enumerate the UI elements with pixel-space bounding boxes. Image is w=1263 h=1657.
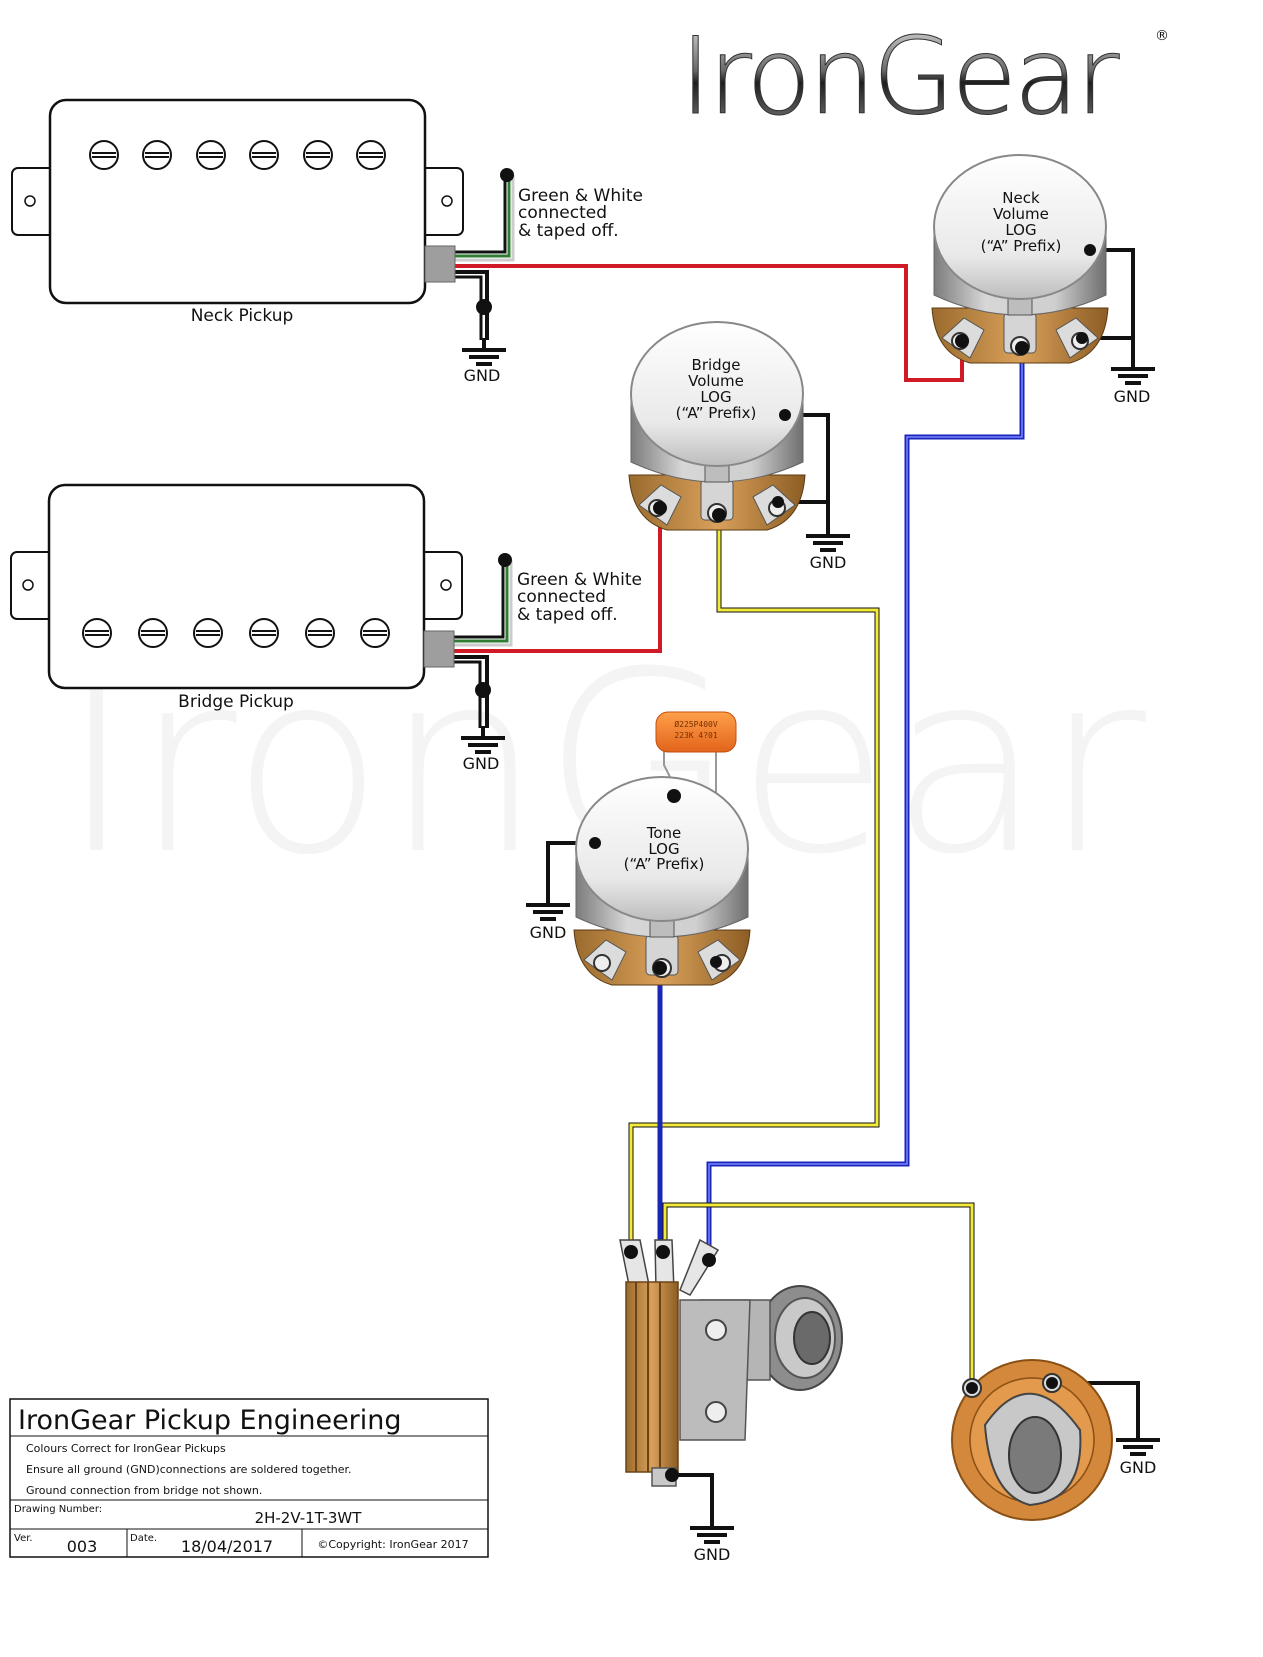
pickup-cover bbox=[48, 98, 427, 305]
svg-text:LOG: LOG bbox=[1005, 221, 1036, 239]
switch-ground: GND bbox=[688, 1514, 736, 1564]
three-way-toggle-switch bbox=[619, 1238, 843, 1487]
neck-pickup-label: Neck Pickup bbox=[191, 306, 294, 326]
bridge-volume-ground: GND bbox=[804, 522, 852, 572]
pole-screw bbox=[249, 140, 279, 170]
svg-text:Green & White: Green & White bbox=[518, 186, 643, 206]
svg-text:GND: GND bbox=[464, 366, 501, 385]
tone-ground: GND bbox=[524, 891, 572, 942]
svg-text:LOG: LOG bbox=[648, 840, 679, 858]
drawing-date: 18/04/2017 bbox=[181, 1537, 273, 1556]
version-label: Ver. bbox=[14, 1533, 33, 1544]
brand-logo: IronGear bbox=[680, 15, 1120, 138]
svg-text:Bridge: Bridge bbox=[692, 356, 741, 374]
registered-mark: ® bbox=[1155, 28, 1169, 44]
drawing-number: 2H-2V-1T-3WT bbox=[255, 1509, 363, 1527]
note-line: Ground connection from bridge not shown. bbox=[26, 1484, 262, 1497]
switch-ground-wire bbox=[672, 1473, 714, 1518]
bridge-hot-wire bbox=[454, 508, 662, 653]
svg-text:GND: GND bbox=[1114, 387, 1151, 406]
pole-screw bbox=[89, 140, 119, 170]
svg-text:LOG: LOG bbox=[700, 388, 731, 406]
svg-text:connected: connected bbox=[517, 587, 606, 607]
neck-volume-ground: GND bbox=[1109, 355, 1157, 406]
copyright: ©Copyright: IronGear 2017 bbox=[317, 1538, 468, 1551]
svg-text:Green & White: Green & White bbox=[517, 570, 642, 590]
tone-capacitor: Ø225P400V 223K 4?01 bbox=[655, 711, 737, 753]
output-jack bbox=[951, 1359, 1113, 1521]
tone-label: Tone LOG (“A” Prefix) bbox=[624, 824, 705, 873]
neck-pickup bbox=[11, 98, 464, 305]
svg-text:GND: GND bbox=[694, 1545, 731, 1564]
pole-screw bbox=[303, 140, 333, 170]
svg-text:& taped off.: & taped off. bbox=[518, 221, 619, 241]
pickup-cover bbox=[47, 483, 426, 690]
drawing-number-label: Drawing Number: bbox=[14, 1504, 102, 1515]
svg-text:Neck: Neck bbox=[1002, 189, 1040, 207]
pole-screw bbox=[138, 618, 168, 648]
taped-off-joint bbox=[498, 553, 512, 567]
svg-text:(“A” Prefix): (“A” Prefix) bbox=[676, 404, 757, 422]
neck-pickup-ground: GND bbox=[460, 336, 508, 385]
bridge-pickup-ground: GND bbox=[459, 724, 507, 773]
svg-text:& taped off.: & taped off. bbox=[517, 605, 618, 625]
bridge-taped-note: Green & White connected & taped off. bbox=[517, 570, 642, 625]
note-line: Colours Correct for IronGear Pickups bbox=[26, 1442, 226, 1455]
pole-screw bbox=[142, 140, 172, 170]
svg-text:GND: GND bbox=[463, 754, 500, 773]
pole-screw bbox=[249, 618, 279, 648]
svg-text:GND: GND bbox=[810, 553, 847, 572]
company-name: IronGear Pickup Engineering bbox=[18, 1405, 402, 1436]
bridge-volume-label: Bridge Volume LOG (“A” Prefix) bbox=[676, 356, 757, 422]
neck-taped-note: Green & White connected & taped off. bbox=[518, 186, 643, 241]
pole-screw bbox=[356, 140, 386, 170]
svg-text:Volume: Volume bbox=[993, 205, 1049, 223]
svg-text:GND: GND bbox=[530, 923, 567, 942]
svg-text:Ø225P400V: Ø225P400V bbox=[674, 719, 718, 729]
neck-pickup-leads bbox=[455, 168, 964, 382]
taped-off-joint bbox=[500, 168, 514, 182]
svg-text:connected: connected bbox=[518, 203, 607, 223]
svg-text:GND: GND bbox=[1120, 1458, 1157, 1477]
title-block: IronGear Pickup Engineering Colours Corr… bbox=[9, 1398, 489, 1558]
version-number: 003 bbox=[67, 1537, 98, 1556]
note-line: Ensure all ground (GND)connections are s… bbox=[26, 1463, 352, 1476]
tone-pot bbox=[573, 776, 751, 986]
bridge-pickup-leads bbox=[454, 508, 662, 728]
pole-screw bbox=[196, 140, 226, 170]
bridge-pickup-label: Bridge Pickup bbox=[178, 692, 294, 712]
svg-text:Volume: Volume bbox=[688, 372, 744, 390]
pole-screw bbox=[82, 618, 112, 648]
date-label: Date. bbox=[130, 1533, 157, 1544]
cable-exit bbox=[423, 630, 455, 668]
svg-text:Tone: Tone bbox=[646, 824, 682, 842]
svg-text:223K 4?01: 223K 4?01 bbox=[674, 731, 718, 740]
cable-exit bbox=[424, 245, 456, 283]
pole-screw bbox=[305, 618, 335, 648]
neck-volume-pot bbox=[931, 154, 1109, 364]
neck-volume-label: Neck Volume LOG (“A” Prefix) bbox=[981, 189, 1062, 255]
svg-text:(“A” Prefix): (“A” Prefix) bbox=[981, 237, 1062, 255]
jack-ground: GND bbox=[1114, 1426, 1162, 1477]
svg-text:(“A” Prefix): (“A” Prefix) bbox=[624, 855, 705, 873]
pole-screw bbox=[360, 618, 390, 648]
bridge-pickup bbox=[10, 483, 463, 690]
neck-hot-wire bbox=[455, 264, 964, 382]
pole-screw bbox=[193, 618, 223, 648]
